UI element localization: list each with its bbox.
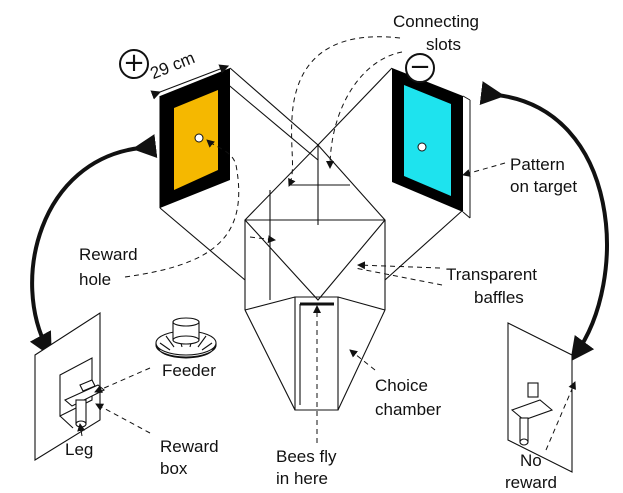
label-reward-hole-1: Reward xyxy=(79,245,138,264)
label-pattern: Pattern xyxy=(510,155,565,174)
width-dimension-arrow xyxy=(150,64,230,100)
label-reward-box-2: box xyxy=(160,459,188,478)
label-chamber: chamber xyxy=(375,400,442,419)
label-connecting: Connecting xyxy=(393,12,480,31)
label-reward-hole-2: hole xyxy=(79,270,112,289)
reward-panel-left xyxy=(34,311,105,461)
label-feeder: Feeder xyxy=(162,361,216,380)
swap-arrow-right xyxy=(479,81,609,362)
label-reward-box-1: Reward xyxy=(160,437,219,456)
label-choice: Choice xyxy=(375,376,428,395)
label-no: No xyxy=(520,451,542,470)
feeder-icon xyxy=(155,317,217,359)
maze-structure xyxy=(159,67,464,411)
plus-sign-icon: + xyxy=(119,49,149,79)
label-no-reward: reward xyxy=(505,473,557,492)
label-baffles: baffles xyxy=(474,288,524,307)
leader-lines xyxy=(77,36,576,451)
label-transparent: Transparent xyxy=(446,265,538,284)
no-reward-panel xyxy=(507,322,573,473)
swap-arrow-left xyxy=(29,134,158,358)
label-leg: Leg xyxy=(65,440,94,459)
negative-target xyxy=(392,68,471,219)
minus-sign-icon: − xyxy=(405,53,435,83)
label-bees-2: in here xyxy=(276,469,328,488)
positive-target xyxy=(160,68,230,208)
label-slots: slots xyxy=(426,35,461,54)
label-bees-1: Bees fly xyxy=(276,447,337,466)
label-on-target: on target xyxy=(510,177,578,196)
